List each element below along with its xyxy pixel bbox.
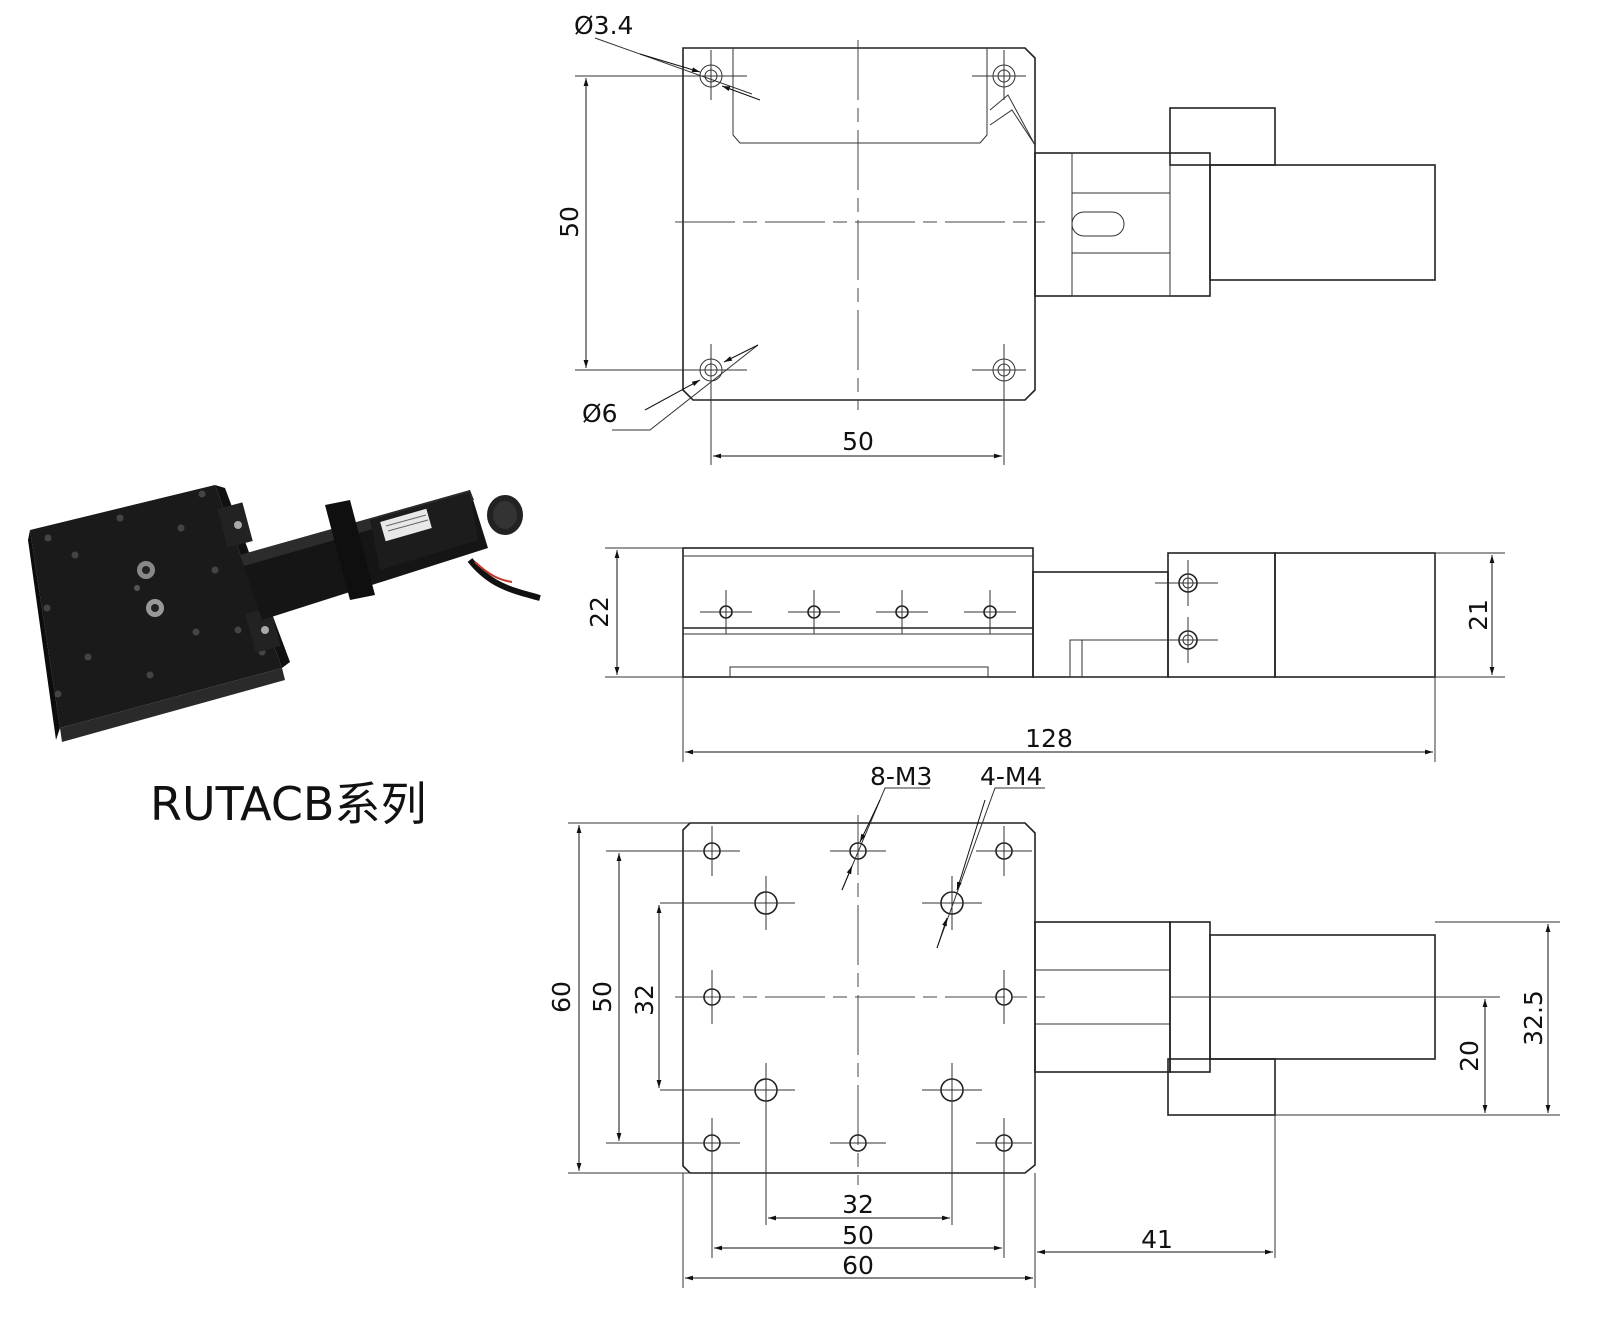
bottom-plate-outline (682, 822, 1036, 1174)
callout-4-m4: 4-M4 (980, 762, 1042, 791)
dim-horizontal-50: 50 (842, 427, 874, 456)
hole-diameter-large-label: Ø6 (582, 399, 618, 428)
m4-holes (660, 876, 982, 1225)
dim-horizontal-50-bottom: 50 (842, 1221, 874, 1250)
dim-horizontal-41: 41 (1141, 1225, 1173, 1254)
bottom-view: 8-M3 4-M4 60 50 32 32 50 60 (547, 762, 1560, 1288)
dim-vertical-50-bottom: 50 (588, 981, 617, 1013)
top-plate-outline (682, 47, 1036, 401)
motor-block (1169, 107, 1276, 166)
side-screw-row (700, 590, 1016, 634)
counterbore-hole (972, 344, 1026, 396)
dim-vertical-20: 20 (1455, 1040, 1484, 1072)
dim-horizontal-32: 32 (842, 1190, 874, 1219)
top-view: Ø3.4 Ø6 50 50 (555, 11, 1436, 465)
callout-8-m3: 8-M3 (870, 762, 932, 791)
series-caption: RUTACB系列 (150, 777, 427, 831)
hole-diameter-small-label: Ø3.4 (574, 11, 633, 40)
side-view: 22 21 128 (585, 547, 1505, 762)
counterbore-hole (693, 344, 747, 396)
slot-opening (1071, 211, 1125, 237)
dim-length-128: 128 (1025, 724, 1073, 753)
dim-vertical-50: 50 (555, 206, 584, 238)
dim-vertical-32: 32 (630, 984, 659, 1016)
motor-body (1209, 164, 1436, 281)
motor-coupling (1034, 152, 1211, 297)
dim-vertical-60: 60 (547, 981, 576, 1013)
product-photo (28, 485, 541, 742)
carriage-slot (732, 48, 988, 144)
counterbore-hole (972, 50, 1026, 100)
dim-vertical-32-5: 32.5 (1519, 990, 1548, 1046)
dim-horizontal-60: 60 (842, 1251, 874, 1280)
dim-height-22: 22 (585, 596, 614, 628)
dim-height-21: 21 (1464, 599, 1493, 631)
